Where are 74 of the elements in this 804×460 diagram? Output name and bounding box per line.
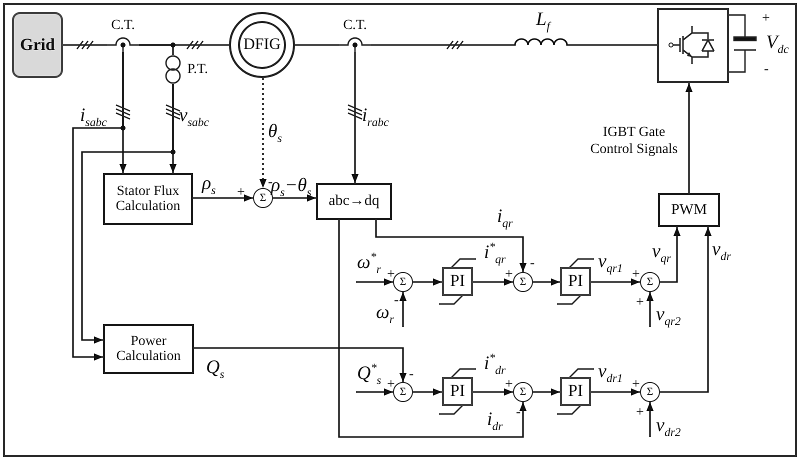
signal-label: i$_{dr}$ — [487, 410, 503, 429]
signal-label: θ$_{s}$ — [268, 122, 282, 141]
sign-label: + — [636, 296, 644, 310]
pwm-box: PWM — [658, 193, 720, 227]
arrow — [194, 347, 407, 382]
angle-signal-arrow — [259, 78, 267, 188]
sign-label: + — [632, 378, 640, 392]
signal-label: ρ$_{s}$ — [202, 174, 216, 193]
arrow — [356, 388, 393, 396]
signal-label: ω$_{r}$ — [376, 303, 394, 322]
arrow — [413, 388, 442, 396]
converter-box — [657, 8, 729, 83]
arrow — [533, 278, 560, 286]
transform-box: abc→dq — [316, 183, 392, 220]
arrow — [473, 388, 513, 396]
power-line — [63, 44, 107, 46]
pi-controller-box: PI — [442, 377, 473, 406]
calculation-box: Stator Flux Calculation — [103, 173, 193, 225]
sign-label: - — [268, 176, 273, 190]
signal-label: v$_{dr2}$ — [656, 416, 681, 435]
signal-label: Q$_{s}$ — [206, 358, 224, 377]
arrow — [356, 278, 393, 286]
summing-junction: Σ — [513, 382, 533, 402]
signal-label: v$_{dr1}$ — [598, 362, 623, 381]
arrow — [591, 278, 640, 286]
signal-label: v$_{dr}$ — [712, 240, 731, 259]
sign-label: + — [632, 268, 640, 282]
grid-box: Grid — [12, 12, 63, 78]
arrow — [338, 220, 527, 438]
arrow — [660, 227, 712, 393]
arrow — [473, 278, 513, 286]
sign-label: + — [237, 186, 245, 200]
arrow — [646, 402, 654, 437]
sign-label: + — [762, 12, 770, 26]
arrow — [413, 278, 442, 286]
power-line — [371, 38, 657, 46]
arrow — [375, 220, 527, 272]
pi-controller-box: PI — [442, 267, 473, 296]
arrow — [533, 388, 560, 396]
voltage-label: V$_{dc}$ — [766, 33, 789, 52]
arrow — [273, 194, 316, 202]
signal-label: i$_{sabc}$ — [80, 106, 107, 125]
power-line — [295, 44, 339, 46]
summing-junction: Σ — [640, 382, 660, 402]
sign-label: + — [636, 406, 644, 420]
summing-junction: Σ — [640, 272, 660, 292]
summing-junction: Σ — [393, 272, 413, 292]
arrow — [660, 227, 681, 283]
arrow — [591, 388, 640, 396]
calculation-box: Power Calculation — [103, 324, 194, 374]
arrow — [351, 52, 359, 183]
arrow — [399, 292, 407, 327]
summing-junction: Σ — [393, 382, 413, 402]
sign-label: + — [387, 378, 395, 392]
signal-label: i$_{rabc}$ — [362, 106, 389, 125]
sign-label: - — [764, 63, 769, 77]
sign-label: - — [530, 257, 535, 271]
generator-circle: DFIG — [229, 12, 295, 78]
pi-controller-box: PI — [560, 377, 591, 406]
arrow — [193, 194, 253, 202]
sign-label: + — [387, 268, 395, 282]
arrow — [646, 292, 654, 327]
signal-arrow — [685, 83, 693, 193]
signal-label: v$_{sabc}$ — [179, 106, 210, 125]
pi-controller-box: PI — [560, 267, 591, 296]
sign-label: - — [409, 368, 414, 382]
tap-line — [139, 44, 174, 55]
arrow — [81, 84, 174, 344]
sign-label: + — [505, 378, 513, 392]
sign-label: + — [505, 268, 513, 282]
arrow — [72, 52, 124, 361]
sign-label: - — [394, 294, 399, 308]
summing-junction: Σ — [513, 272, 533, 292]
sign-label: - — [516, 406, 521, 420]
